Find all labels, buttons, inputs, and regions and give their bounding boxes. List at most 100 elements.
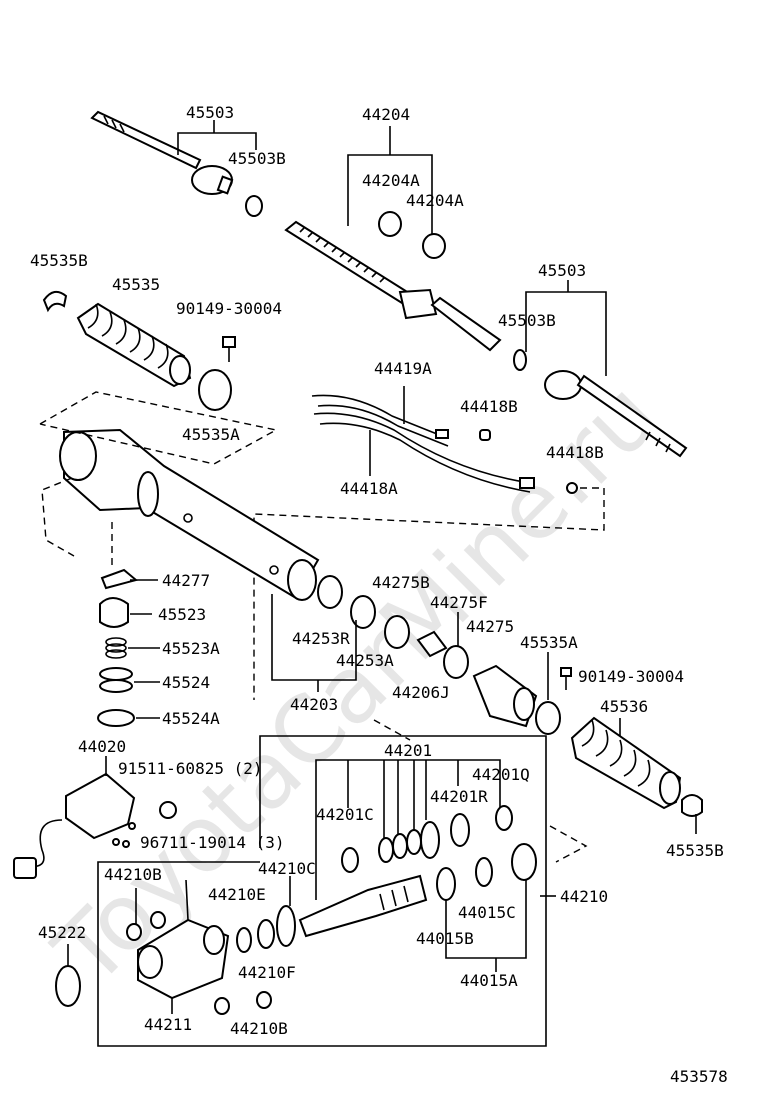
leader-44201 xyxy=(315,759,501,900)
label-44419a: 44419A xyxy=(374,359,432,378)
dashed-44418b xyxy=(253,487,605,700)
leader-45503-right xyxy=(525,280,607,376)
pinion-shaft xyxy=(298,874,428,938)
label-44204: 44204 xyxy=(362,105,410,124)
label-90149-right: 90149-30004 xyxy=(578,667,684,686)
spring-cap-44277 xyxy=(100,568,139,590)
nut-96711-a xyxy=(128,822,136,830)
label-44201r: 44201R xyxy=(430,787,488,806)
label-45503b-right: 45503B xyxy=(498,311,556,330)
nut-96711-b xyxy=(112,838,120,846)
label-44204a-2: 44204A xyxy=(406,191,464,210)
label-45535a-right: 45535A xyxy=(520,633,578,652)
label-44201q: 44201Q xyxy=(472,765,530,784)
ring-44210f xyxy=(257,919,275,949)
ring-44015b xyxy=(436,867,456,901)
seal-44206j xyxy=(416,630,448,658)
label-44210c: 44210C xyxy=(258,859,316,878)
label-44275b: 44275B xyxy=(372,573,430,592)
label-44275: 44275 xyxy=(466,617,514,636)
steering-rack xyxy=(284,220,502,352)
label-44201: 44201 xyxy=(384,741,432,760)
label-45523: 45523 xyxy=(158,605,206,624)
label-44015a: 44015A xyxy=(460,971,518,990)
label-44418b-2: 44418B xyxy=(546,443,604,462)
cap-45222 xyxy=(55,965,81,1007)
label-45503-right: 45503 xyxy=(538,261,586,280)
clamp-45535a-top xyxy=(198,369,232,411)
label-45536: 45536 xyxy=(600,697,648,716)
ring-44253r xyxy=(317,575,343,609)
valve-44020 xyxy=(13,756,136,879)
boot-45535 xyxy=(76,302,192,388)
label-45503-top: 45503 xyxy=(186,103,234,122)
plug-44210b-c xyxy=(214,997,230,1015)
label-45535b-bottom: 45535B xyxy=(666,841,724,860)
label-44418a: 44418A xyxy=(340,479,398,498)
label-44210b-bottom: 44210B xyxy=(230,1019,288,1038)
label-45222: 45222 xyxy=(38,923,86,942)
plug-44210b-a xyxy=(126,923,142,941)
leader-44204 xyxy=(347,126,433,235)
label-44211: 44211 xyxy=(144,1015,192,1034)
ring-44210c xyxy=(276,905,296,947)
label-44275f: 44275F xyxy=(430,593,488,612)
label-44210b-top: 44210B xyxy=(104,865,162,884)
label-45535a-top: 45535A xyxy=(182,425,240,444)
dust-cover-44275 xyxy=(472,664,538,728)
steering-housing xyxy=(59,428,320,601)
label-44210: 44210 xyxy=(560,887,608,906)
label-45524: 45524 xyxy=(162,673,210,692)
leaders-left-column xyxy=(128,579,160,719)
bolt-91511 xyxy=(159,801,177,819)
dashed-housing-top xyxy=(39,391,278,465)
tie-rod-left xyxy=(90,110,234,195)
label-44203: 44203 xyxy=(290,695,338,714)
label-44210f: 44210F xyxy=(238,963,296,982)
ring-44204a-1 xyxy=(378,211,402,237)
plug-44210b-b xyxy=(150,911,166,929)
label-44210e: 44210E xyxy=(208,885,266,904)
washer-45503b-right xyxy=(513,349,527,371)
clamp-45535b-bottom xyxy=(681,794,703,817)
leader-44015 xyxy=(445,880,556,972)
label-44253a: 44253A xyxy=(336,651,394,670)
label-45535b-top: 45535B xyxy=(30,251,88,270)
nut-96711-c xyxy=(122,840,130,848)
label-45535: 45535 xyxy=(112,275,160,294)
sleeve-44210 xyxy=(511,843,537,881)
label-44020: 44020 xyxy=(78,737,126,756)
cap-45524a xyxy=(97,709,135,727)
ring-44204a-2 xyxy=(422,233,446,259)
spring-45523a xyxy=(105,637,127,659)
bolt-90149-top xyxy=(222,336,236,362)
label-44206j: 44206J xyxy=(392,683,450,702)
label-45524a: 45524A xyxy=(162,709,220,728)
pressure-pipes xyxy=(311,386,535,493)
label-44253r: 44253R xyxy=(292,629,350,648)
leader-44203 xyxy=(271,594,357,692)
label-44418b-1: 44418B xyxy=(460,397,518,416)
ring-44210e xyxy=(236,927,252,953)
label-45503b-top: 45503B xyxy=(228,149,286,168)
label-96711: 96711-19014 (3) xyxy=(140,833,285,852)
bushing-44275b xyxy=(384,615,410,649)
clamp-45535b-top xyxy=(42,290,68,313)
diagram-id: 453578 xyxy=(670,1067,728,1086)
bolt-90149-right xyxy=(560,667,572,690)
label-44015c: 44015C xyxy=(458,903,516,922)
yoke-45523 xyxy=(99,597,129,628)
leader-45503 xyxy=(177,120,257,155)
label-44015b: 44015B xyxy=(416,929,474,948)
washer-45503b xyxy=(245,195,263,217)
label-91511: 91511-60825 (2) xyxy=(118,759,263,778)
box-44201 xyxy=(97,735,547,1047)
leader-44210b-left xyxy=(185,879,189,921)
ring-44275f xyxy=(443,645,469,679)
ring-44015c xyxy=(475,857,493,887)
cap-44418b-2 xyxy=(566,482,578,494)
tie-rod-right xyxy=(544,370,688,458)
label-45523a: 45523A xyxy=(162,639,220,658)
label-90149-top: 90149-30004 xyxy=(176,299,282,318)
